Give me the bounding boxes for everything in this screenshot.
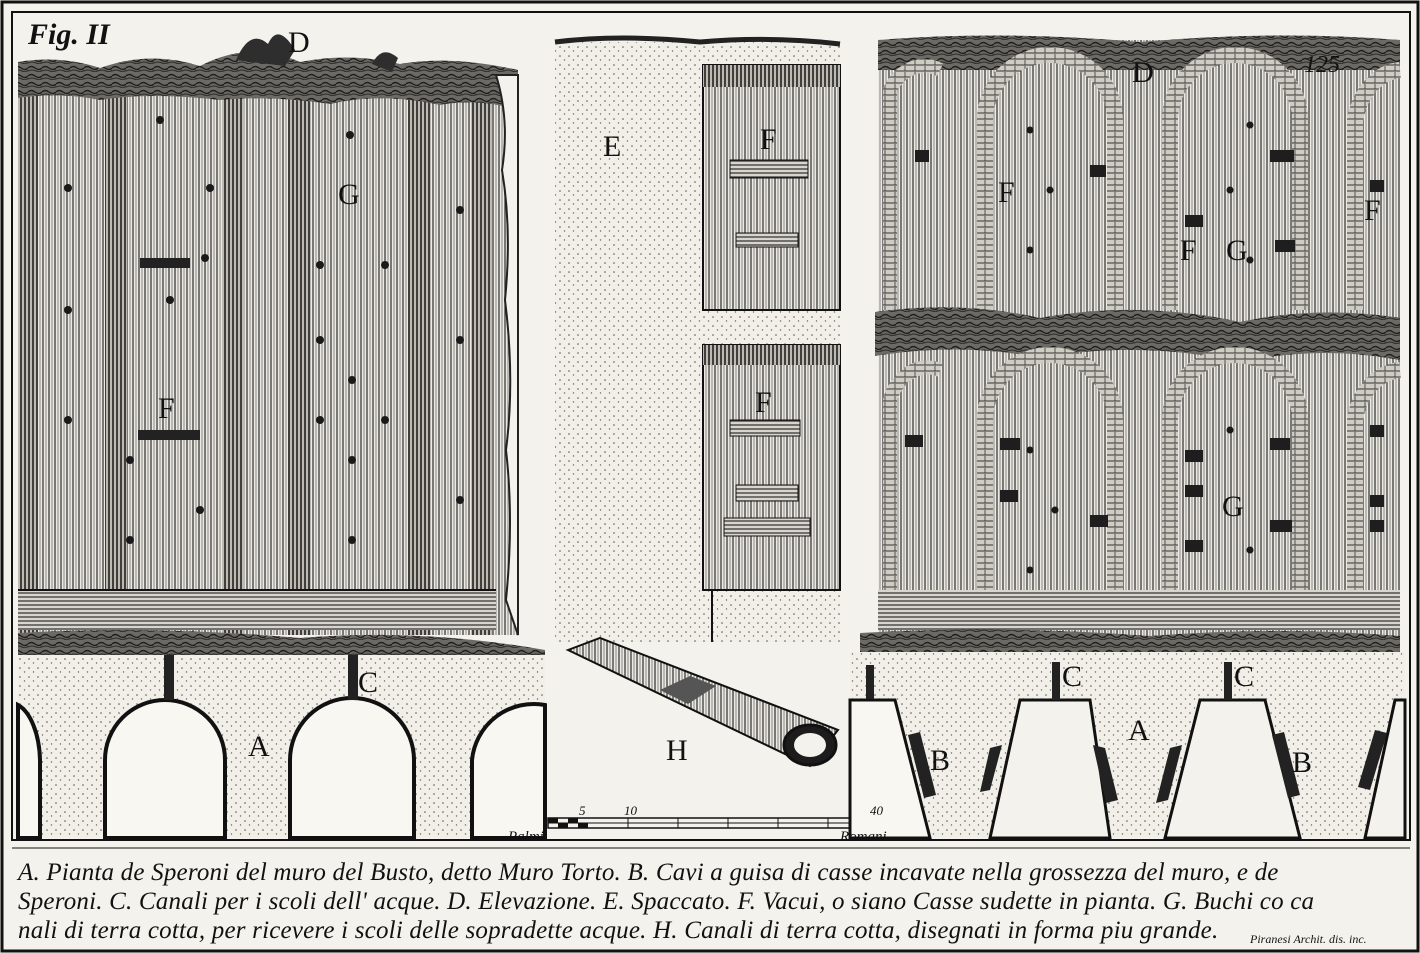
label-f-center-bottom: F — [755, 386, 772, 419]
label-f-right-2: F — [1180, 234, 1197, 267]
scale-bar — [547, 817, 885, 829]
caption-line-3: nali di terra cotta, per ricevere i scol… — [18, 917, 1219, 944]
label-c-right-1: C — [1062, 660, 1083, 693]
label-d-left: D — [288, 26, 310, 59]
label-a-left: A — [248, 730, 270, 763]
label-f-center-top: F — [760, 123, 777, 156]
plate-number: 125 — [1304, 52, 1340, 78]
label-f-right-3: F — [1364, 194, 1381, 227]
label-g-right-bottom: G — [1222, 490, 1244, 523]
label-f-right-1: F — [998, 176, 1015, 209]
scale-tick-5: 5 — [579, 803, 586, 818]
scale-tick-40: 40 — [870, 803, 883, 818]
left-plan — [16, 655, 547, 840]
left-elevation — [18, 34, 545, 655]
label-g-left: G — [338, 178, 360, 211]
label-c-left: C — [358, 666, 379, 699]
engraver-signature: Piranesi Archit. dis. inc. — [1250, 932, 1367, 946]
scale-unit-right: Romani — [840, 829, 887, 845]
caption-line-2: Speroni. C. Canali per i scoli dell' acq… — [18, 888, 1315, 915]
center-section — [554, 35, 841, 642]
scale-tick-10: 10 — [624, 803, 637, 818]
label-h-center: H — [666, 734, 688, 767]
label-e-center: E — [603, 130, 622, 163]
scale-unit-left: Palmi — [508, 829, 544, 845]
right-plan — [848, 652, 1407, 840]
label-g-right-top: G — [1226, 234, 1248, 267]
label-a-right: A — [1128, 714, 1150, 747]
label-f-left: F — [158, 392, 175, 425]
label-b-right-1: B — [930, 744, 951, 777]
label-d-right: D — [1132, 56, 1154, 89]
label-b-right-2: B — [1292, 746, 1313, 779]
right-elevation — [860, 35, 1402, 652]
label-c-right-2: C — [1234, 660, 1255, 693]
caption-legend: A. Pianta de Speroni del muro del Busto,… — [18, 858, 1408, 945]
clay-pipe-drawing — [565, 636, 840, 768]
caption-line-1: A. Pianta de Speroni del muro del Busto,… — [18, 859, 1279, 886]
figure-label: Fig. II — [28, 18, 110, 51]
